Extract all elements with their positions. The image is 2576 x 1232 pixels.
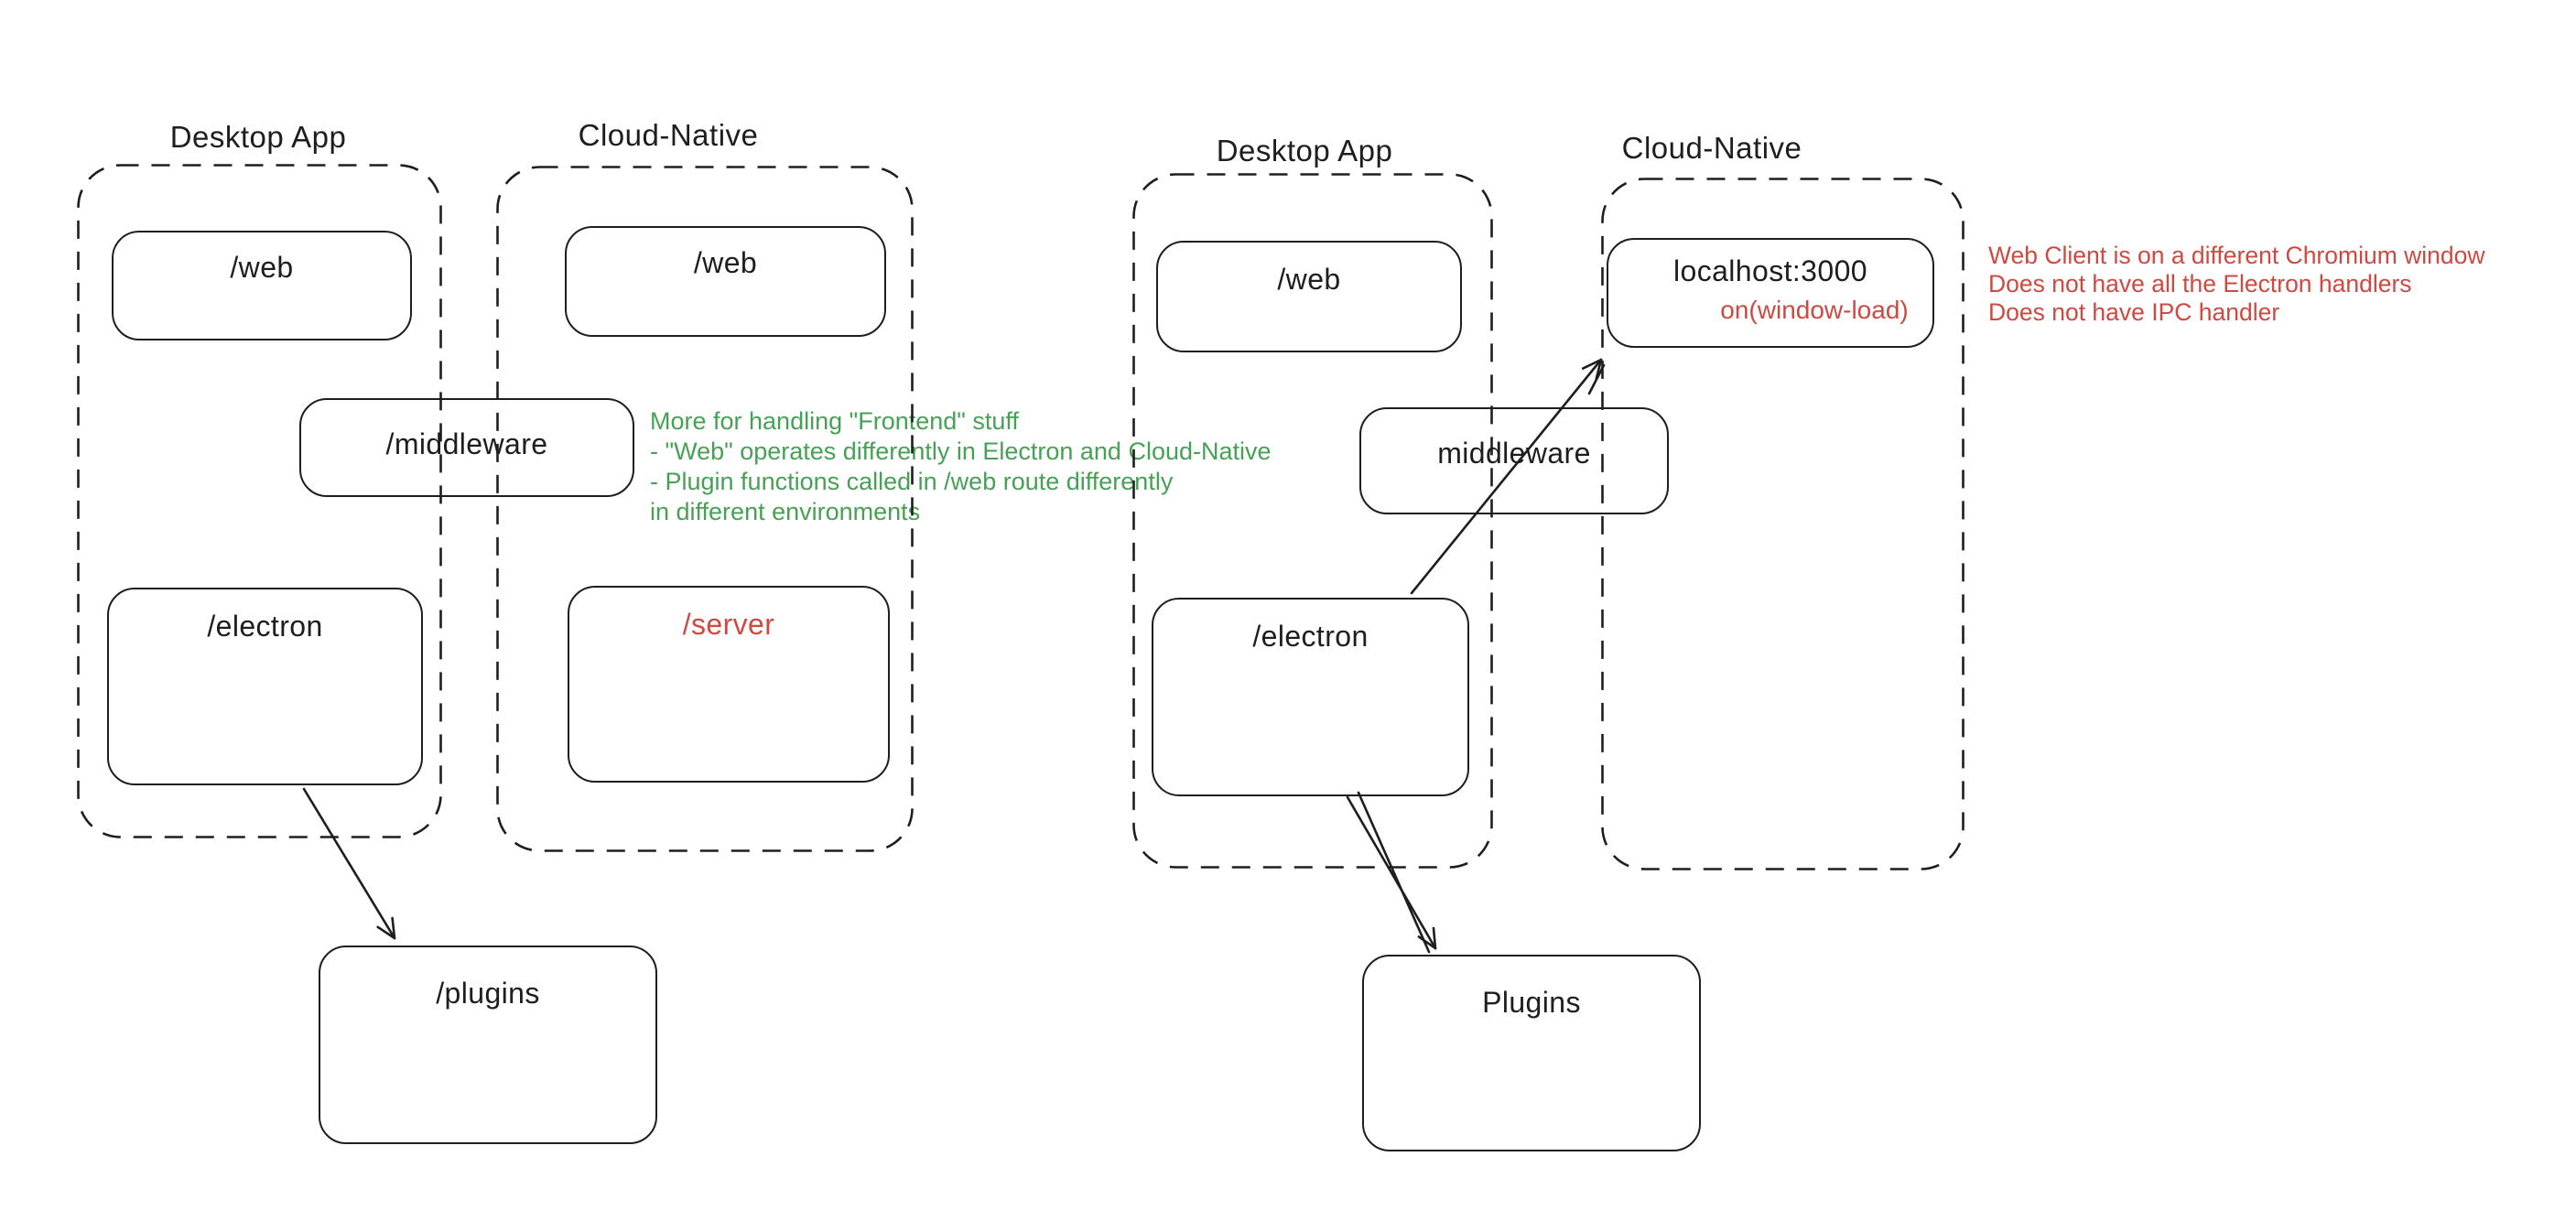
- left-web-desktop-label: /web: [230, 251, 294, 284]
- web-client-note-line: Web Client is on a different Chromium wi…: [1988, 242, 2485, 269]
- left-plugins-box: /plugins: [319, 946, 657, 1144]
- right-plugins-box: Plugins: [1362, 955, 1701, 1151]
- left-web-cloud-box: /web: [565, 226, 886, 337]
- right-middleware-box: middleware: [1359, 407, 1669, 514]
- right-electron-box: /electron: [1152, 598, 1469, 796]
- right-web-box: /web: [1156, 241, 1462, 352]
- right-web-label: /web: [1277, 263, 1341, 296]
- web-client-note-line: Does not have IPC handler: [1988, 298, 2280, 326]
- frontend-note: More for handling "Frontend" stuff - "We…: [650, 406, 1272, 527]
- web-client-note-line: Does not have all the Electron handlers: [1988, 270, 2412, 297]
- left-web-cloud-label: /web: [693, 246, 758, 279]
- right-desktop-app-title: Desktop App: [1216, 134, 1393, 168]
- left-cloud-native-title: Cloud-Native: [578, 118, 759, 152]
- left-plugins-label: /plugins: [436, 977, 540, 1010]
- left-server-label: /server: [682, 608, 775, 641]
- left-desktop-app-title: Desktop App: [169, 120, 347, 154]
- right-electron-label: /electron: [1252, 620, 1369, 653]
- arrow-electron-to-plugins-left: [302, 787, 396, 940]
- frontend-note-line: - Plugin functions called in /web route …: [650, 468, 1174, 495]
- right-middleware-label: middleware: [1437, 437, 1591, 470]
- left-middleware-label: /middleware: [385, 427, 548, 460]
- right-localhost-label: localhost:3000: [1673, 254, 1867, 287]
- right-window-load-label: on(window-load): [1720, 296, 1909, 324]
- right-plugins-label: Plugins: [1482, 986, 1581, 1019]
- left-middleware-box: /middleware: [299, 398, 634, 497]
- arrow-electron-to-plugins-right: [1346, 791, 1437, 954]
- right-cloud-native-title: Cloud-Native: [1621, 131, 1802, 165]
- left-electron-label: /electron: [207, 610, 323, 643]
- right-localhost-box: localhost:3000 on(window-load): [1607, 238, 1934, 348]
- left-server-box: /server: [568, 586, 890, 783]
- frontend-note-line: More for handling "Frontend" stuff: [650, 407, 1019, 435]
- web-client-note: Web Client is on a different Chromium wi…: [1988, 242, 2485, 327]
- frontend-note-line: in different environments: [650, 498, 921, 525]
- left-electron-box: /electron: [107, 588, 423, 785]
- frontend-note-line: - "Web" operates differently in Electron…: [650, 438, 1272, 465]
- left-web-desktop-box: /web: [112, 231, 412, 340]
